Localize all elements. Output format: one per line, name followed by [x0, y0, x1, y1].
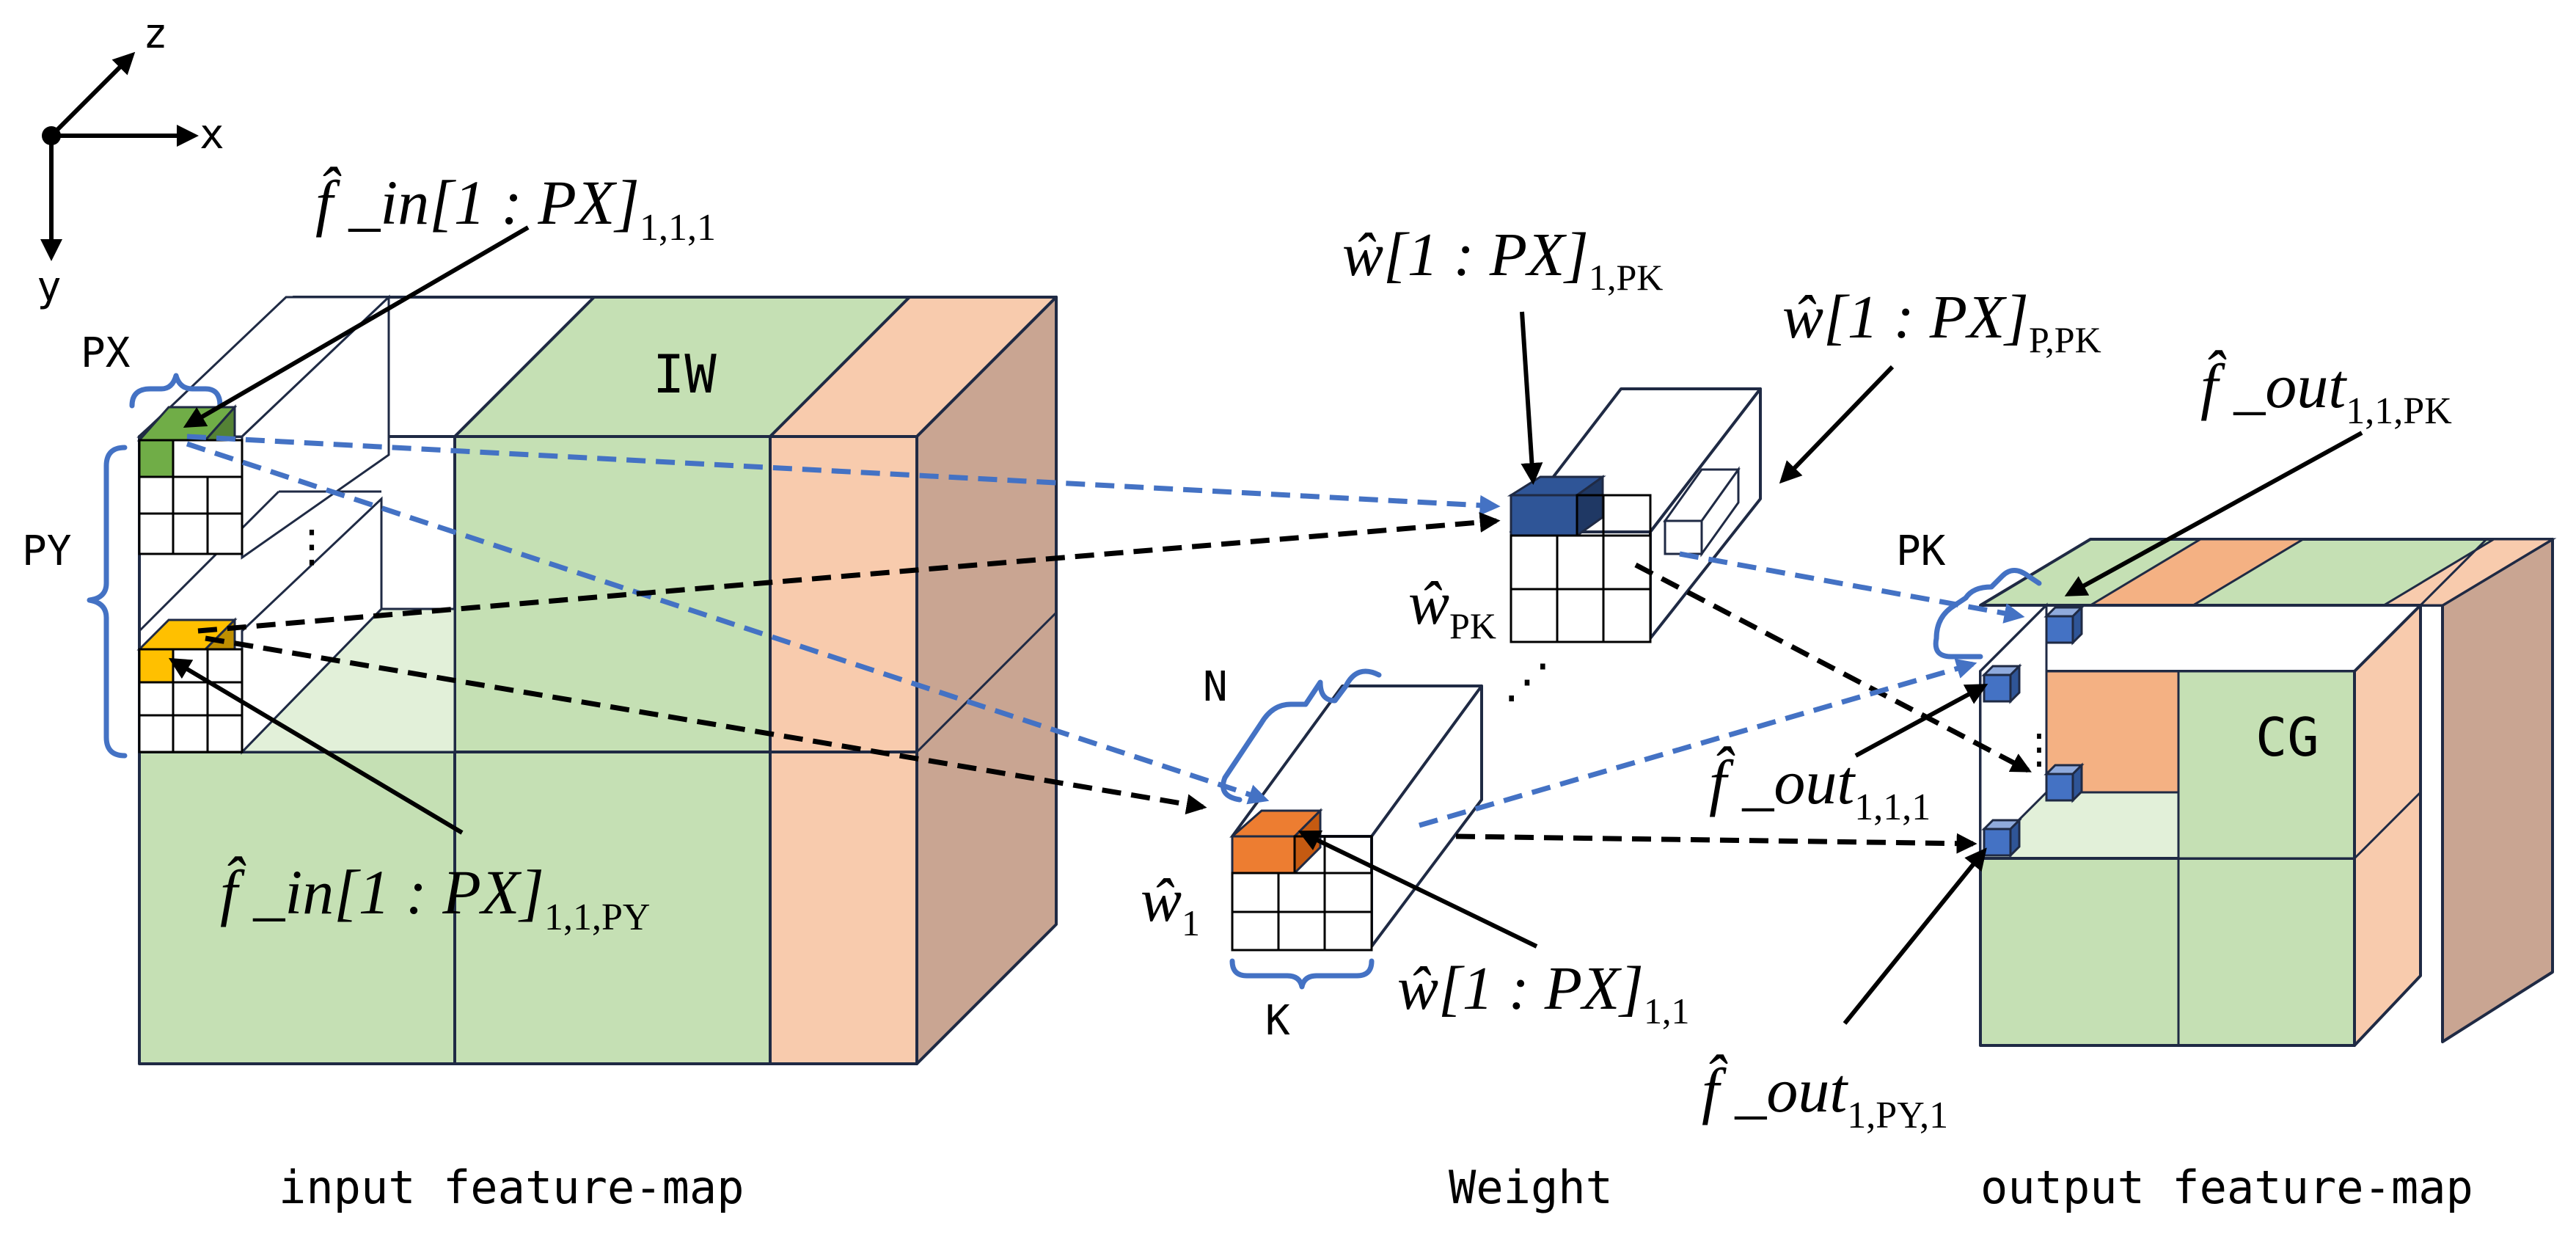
w-pk-label: ŵPK — [1408, 569, 1496, 646]
input-front-peach-top — [769, 435, 918, 753]
input-front-green-bl — [138, 751, 456, 1065]
axes-gizmo: z x y — [37, 10, 224, 311]
pk-brace-tail — [1933, 635, 1983, 660]
w-p-pk-white-front — [1664, 519, 1703, 555]
w-11-label: ŵ[1 : PX]1,1 — [1397, 954, 1690, 1032]
w-p-pk-label: ŵ[1 : PX]P,PK — [1782, 283, 2101, 360]
x-axis-label: x — [200, 111, 224, 158]
f-out-pk-label: f̂ _out1,1,PK — [2200, 349, 2452, 432]
f-out-py-label: f̂ _out1,PY,1 — [1702, 1054, 1948, 1136]
y-axis-label: y — [37, 263, 62, 311]
blue-dash-w1-to-out — [1419, 658, 1977, 828]
blue-dash-wpk-to-out — [1679, 551, 2025, 624]
black-dash-w1-to-out — [1455, 833, 1977, 854]
output-cube-111 — [1981, 663, 2022, 704]
input-right-divider — [915, 611, 1058, 753]
output-lower-green — [1979, 857, 2356, 1047]
w-pk-grid — [1510, 494, 1652, 643]
f-in-top-label: f̂ _in[1 : PX]1,1,1 — [315, 166, 716, 249]
input-front-peach-bot — [769, 751, 918, 1065]
n-brace — [1221, 668, 1382, 803]
px-label: PX — [81, 329, 131, 377]
blue-dash-green-to-w1 — [186, 441, 1270, 805]
input-front-green-bm — [453, 751, 772, 1065]
output-peach-divider — [2353, 791, 2422, 860]
pk-label: PK — [1896, 527, 1946, 575]
output-cube-mid — [2043, 762, 2085, 803]
pk-brace — [1933, 568, 2042, 641]
input-slab-bottom-edge — [138, 490, 280, 632]
weight-caption: Weight — [1449, 1161, 1613, 1214]
w-pk-top-label: ŵ[1 : PX]1,PK — [1342, 221, 1663, 298]
w1-grid — [1231, 835, 1373, 952]
input-caption: input feature-map — [279, 1161, 744, 1214]
output-back-right — [2441, 538, 2554, 1043]
w-11-pointer — [1298, 830, 1538, 949]
f-out-111-label: f̂ _out1,1,1 — [1709, 745, 1931, 828]
py-label: PY — [22, 527, 71, 575]
k-brace — [1229, 958, 1375, 990]
z-axis-arrow — [49, 51, 136, 138]
f-out-py-pointer — [1843, 847, 1987, 1025]
output-ghost-edge — [2419, 538, 2488, 607]
iw-label: IW — [653, 343, 717, 405]
input-ellipsis: ⋮ — [290, 522, 334, 571]
cg-label: CG — [2255, 707, 2319, 768]
input-top-grid — [138, 439, 244, 555]
blue-dash-green-to-wpk — [186, 434, 1501, 516]
output-cube-pk — [2043, 605, 2085, 646]
output-ellipsis: ⋮ — [2019, 727, 2060, 773]
axes-origin — [42, 126, 61, 145]
w-pk-navy-front — [1510, 494, 1578, 537]
w-pk-top-pointer — [1520, 311, 1543, 485]
f-in-top-pointer — [183, 225, 530, 428]
black-dash-yellow-to-wpk — [197, 511, 1501, 634]
n-label: N — [1203, 663, 1228, 711]
px-brace — [129, 373, 223, 409]
black-dash-yellow-to-w1 — [205, 635, 1207, 815]
f-in-bottom-label: f̂ _in[1 : PX]1,1,PY — [220, 855, 650, 938]
weight-ellipsis: ⋰ — [1504, 655, 1551, 707]
k-label: K — [1265, 997, 1290, 1045]
connections — [186, 434, 2032, 854]
f-out-111-pointer — [1854, 684, 1988, 758]
z-axis-label: z — [143, 10, 168, 58]
output-cg-front — [2177, 670, 2356, 860]
w-1-label: ŵ1 — [1141, 866, 1200, 943]
f-in-bottom-pointer — [168, 657, 464, 835]
w1-orange-front — [1231, 835, 1296, 875]
output-back-peach-top — [2379, 538, 2557, 607]
black-dash-wpk-to-out — [1634, 562, 2032, 773]
w-p-pk-pointer — [1779, 365, 1895, 484]
f-out-pk-pointer — [2064, 431, 2363, 596]
py-brace — [87, 445, 128, 759]
weight-block: N K ⋰ ŵ[1 : PX]1,PK ŵ[1 : PX]P,PK ŵPK ŵ1… — [1141, 221, 2101, 1214]
input-feature-map: ⋮ PX PY IW f̂ _in[1 : PX]1,1,1 f̂ _in[1 … — [22, 166, 1058, 1214]
output-caption: output feature-map — [1980, 1161, 2473, 1214]
output-feature-map: ⋮ PK CG f̂ _out1,1,PK f̂ _out1,1,1 f̂ _o… — [1702, 349, 2557, 1214]
output-cube-py — [1981, 817, 2022, 858]
w-p-pk-white-side — [1700, 466, 1740, 558]
